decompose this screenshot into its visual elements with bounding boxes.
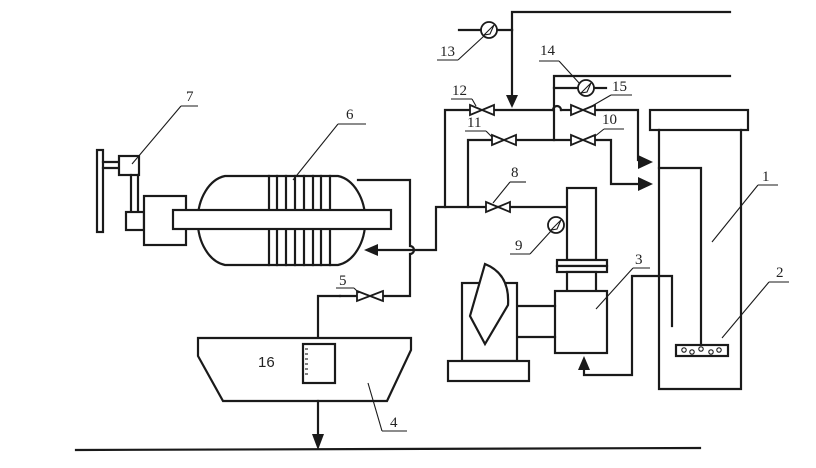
pump-neck [565,270,598,294]
label-8: 8 [492,165,526,204]
label-15: 15 [591,79,632,107]
valve-5[interactable] [356,289,384,303]
vessel-inlet-pipe [376,205,568,252]
svg-text:10: 10 [602,112,617,128]
pipe-gauge-13 [510,10,732,32]
label-11: 11 [465,115,493,138]
label-5: 5 [336,273,360,294]
arrow-right-icon [638,155,653,169]
motor-wheel [468,262,510,347]
arrow-down-icon [506,95,518,108]
pipe-branch-11 [466,138,494,209]
svg-text:14: 14 [540,43,556,59]
ground-line [74,446,702,452]
aerator-holes [681,346,722,355]
drain-pipe [316,294,342,348]
tank-1 [657,128,743,391]
label-14: 14 [539,43,581,85]
pump-3 [553,289,609,355]
svg-text:6: 6 [346,107,354,123]
svg-text:15: 15 [612,79,627,95]
pressure-gauge-9 [547,216,565,234]
pressure-gauge-13 [480,21,498,39]
valve-8[interactable] [485,200,511,214]
pipe-branch-12 [443,108,475,209]
svg-text:13: 13 [440,44,455,60]
tank-lid [648,108,750,132]
pipe-gauge-14 [552,74,732,142]
svg-text:5: 5 [339,273,347,289]
pump-column [565,186,598,262]
label-7: 7 [131,89,198,165]
label-16: 16 [258,354,275,371]
drive-unit-7 [95,148,188,247]
vessel-outlet-pipe [356,178,416,298]
air-pipe [657,166,703,348]
svg-text:1: 1 [762,169,770,185]
coupling-box [124,210,146,232]
valve-11[interactable] [491,133,517,147]
svg-text:2: 2 [776,265,784,281]
arrow-left-icon [364,244,378,256]
valve-15[interactable] [570,103,596,117]
motor-base [446,359,531,383]
label-2: 2 [721,265,789,339]
valve-12[interactable] [469,103,495,117]
filter-vessel-6 [171,174,393,267]
measuring-vessel-16 [301,342,337,385]
shaft [171,208,393,231]
label-4: 4 [367,382,407,432]
arrow-right-icon [638,177,653,191]
valve-10[interactable] [570,133,596,147]
svg-text:8: 8 [511,165,519,181]
drive-plate [95,148,105,234]
arrow-down-icon [312,434,324,450]
label-13: 13 [437,35,485,61]
label-1: 1 [711,169,778,243]
svg-text:11: 11 [467,115,481,131]
label-10: 10 [593,112,624,138]
label-3: 3 [595,252,650,310]
pressure-gauge-14 [577,79,595,97]
scale-ticks [305,348,308,375]
svg-text:7: 7 [186,89,194,105]
label-6: 6 [292,107,366,181]
motor-box [117,154,141,177]
arrow-up-icon [578,356,590,370]
return-pipe [582,274,674,377]
svg-text:4: 4 [390,415,398,431]
label-12: 12 [451,83,477,107]
svg-text:12: 12 [452,83,467,99]
svg-text:9: 9 [515,238,523,254]
svg-text:3: 3 [635,252,643,268]
label-9: 9 [510,230,552,255]
